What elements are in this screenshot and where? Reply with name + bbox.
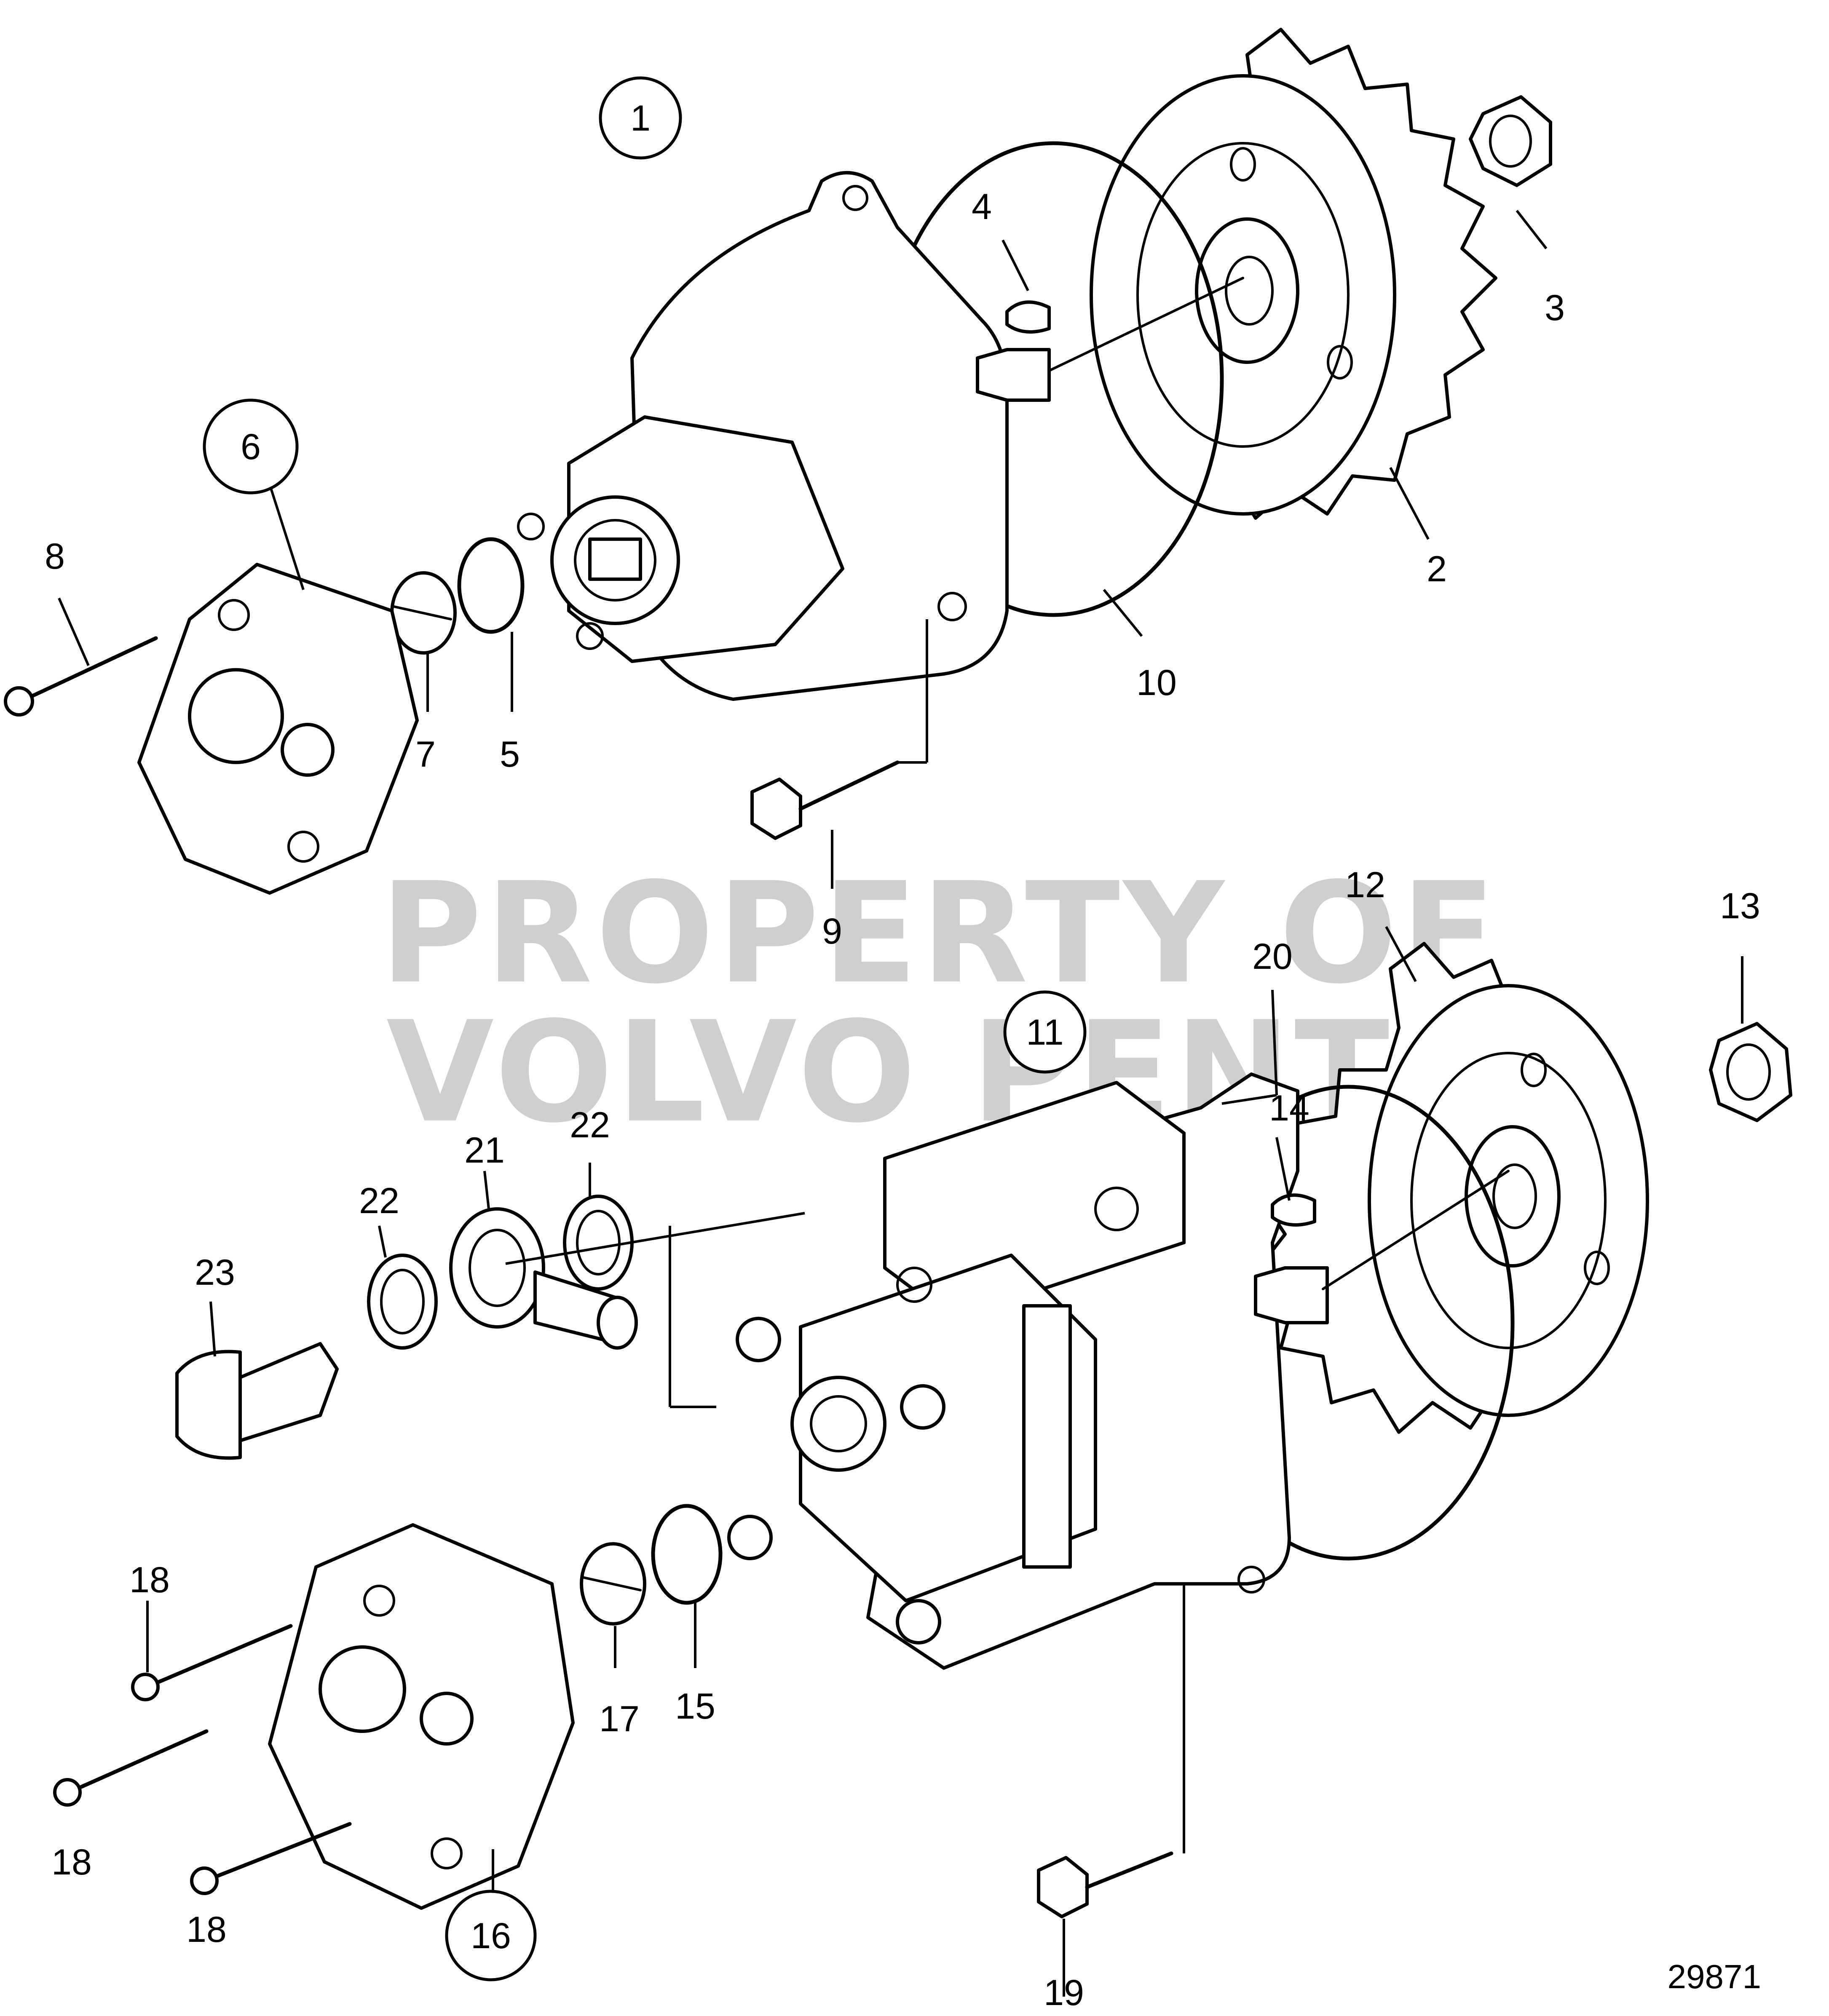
- shaft-line-upper: [1048, 277, 1244, 372]
- banjo-fitting: [449, 1207, 638, 1350]
- callout-9: 9: [822, 911, 842, 952]
- svg-text:16: 16: [471, 1916, 511, 1956]
- callout-1: 1: [599, 76, 682, 160]
- woodruff-key-lower: [1271, 1193, 1316, 1227]
- bolt-lower-flange: [1037, 1851, 1173, 1918]
- svg-text:6: 6: [241, 427, 261, 467]
- callout-20: 20: [1252, 936, 1293, 977]
- callout-8: 8: [45, 536, 65, 577]
- coupling-lower: [580, 1542, 646, 1626]
- callout-22-left: 22: [359, 1181, 399, 1221]
- leader-lines-lower: [146, 926, 1743, 1997]
- callout-7: 7: [415, 734, 436, 775]
- gear-upper: [1090, 28, 1497, 520]
- feed-pump-lower: [268, 1523, 575, 1910]
- callout-13: 13: [1720, 886, 1760, 926]
- bolt-lower-18-middle: [53, 1729, 209, 1807]
- bolt-upper-long: [4, 636, 158, 717]
- feed-pump-upper: [137, 563, 419, 895]
- coupling-upper: [390, 571, 457, 655]
- woodruff-key-upper: [1005, 300, 1051, 334]
- callout-18-top: 18: [129, 1560, 170, 1600]
- callout-23: 23: [195, 1252, 235, 1293]
- callout-6: 6: [203, 398, 299, 495]
- leader-lines-upper: [58, 210, 1548, 889]
- callout-5: 5: [500, 734, 520, 775]
- callout-17: 17: [599, 1699, 640, 1739]
- svg-text:11: 11: [1026, 1012, 1063, 1053]
- callout-14: 14: [1269, 1088, 1309, 1128]
- callout-19: 19: [1044, 1973, 1084, 2013]
- callout-2: 2: [1427, 549, 1447, 589]
- svg-text:1: 1: [630, 98, 651, 139]
- o-ring-small-upper: [457, 537, 525, 634]
- callout-22-right: 22: [570, 1105, 610, 1145]
- drawing-number: 29871: [1668, 1958, 1761, 1995]
- bolt-upper-flange: [750, 760, 900, 840]
- nut-lower: [1709, 1022, 1792, 1122]
- pump-body-lower: [727, 1072, 1329, 1670]
- callout-10: 10: [1136, 663, 1177, 703]
- watermark: PROPERTY OF VOLVO PENTA: [380, 853, 1499, 1153]
- pump-body-upper: [517, 171, 1051, 701]
- banjo-bolt: [175, 1342, 339, 1460]
- gear-lower: [1254, 942, 1649, 1434]
- nut-upper: [1469, 95, 1552, 187]
- callout-16: 16: [445, 1890, 537, 1981]
- callout-21: 21: [464, 1130, 505, 1171]
- shaft-line-lower: [1322, 1170, 1510, 1290]
- sealing-washer-left: [367, 1254, 438, 1350]
- callout-3: 3: [1545, 288, 1565, 328]
- sealing-washer-right: [563, 1195, 634, 1291]
- bolt-lower-18-top: [131, 1624, 293, 1701]
- callout-12: 12: [1345, 865, 1385, 905]
- callout-15: 15: [675, 1686, 715, 1727]
- callout-11: 11: [1003, 990, 1087, 1074]
- callout-4: 4: [972, 187, 992, 227]
- watermark-line-1: PROPERTY OF: [380, 853, 1499, 1014]
- callout-18-middle: 18: [51, 1842, 92, 1882]
- callout-18-bottom: 18: [186, 1909, 227, 1950]
- bolt-lower-18-bottom: [190, 1822, 352, 1895]
- o-ring-small-lower: [651, 1504, 723, 1605]
